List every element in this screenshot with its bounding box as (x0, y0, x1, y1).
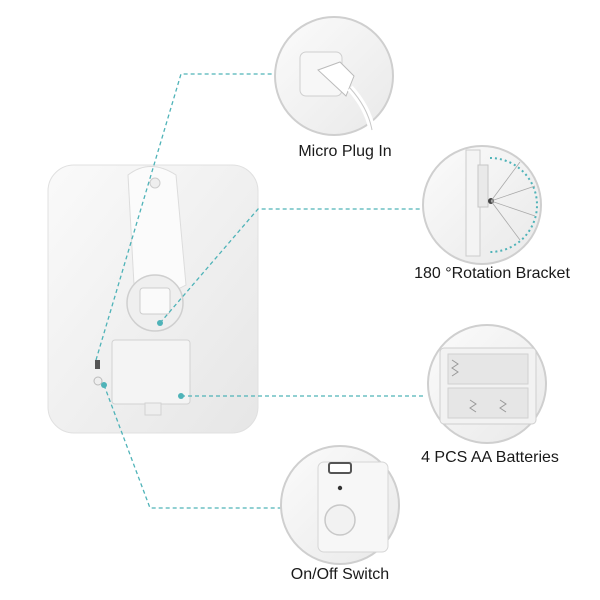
rotation-bracket-icon (422, 145, 542, 265)
power-switch-icon (280, 445, 400, 565)
leader-line-switch (103, 384, 281, 509)
leader-lines (95, 73, 426, 509)
leader-line-bracket (159, 208, 422, 324)
leader-line-plug (95, 73, 275, 361)
callout-label-bracket: 180 °Rotation Bracket (414, 265, 570, 282)
micro-plug-icon (274, 16, 394, 136)
battery-compartment-icon (427, 324, 547, 444)
device-back (47, 164, 259, 434)
callout-label-switch: On/Off Switch (290, 566, 390, 583)
callout-label-batteries: 4 PCS AA Batteries (421, 449, 559, 466)
callout-label-plug: Micro Plug In (298, 143, 392, 160)
